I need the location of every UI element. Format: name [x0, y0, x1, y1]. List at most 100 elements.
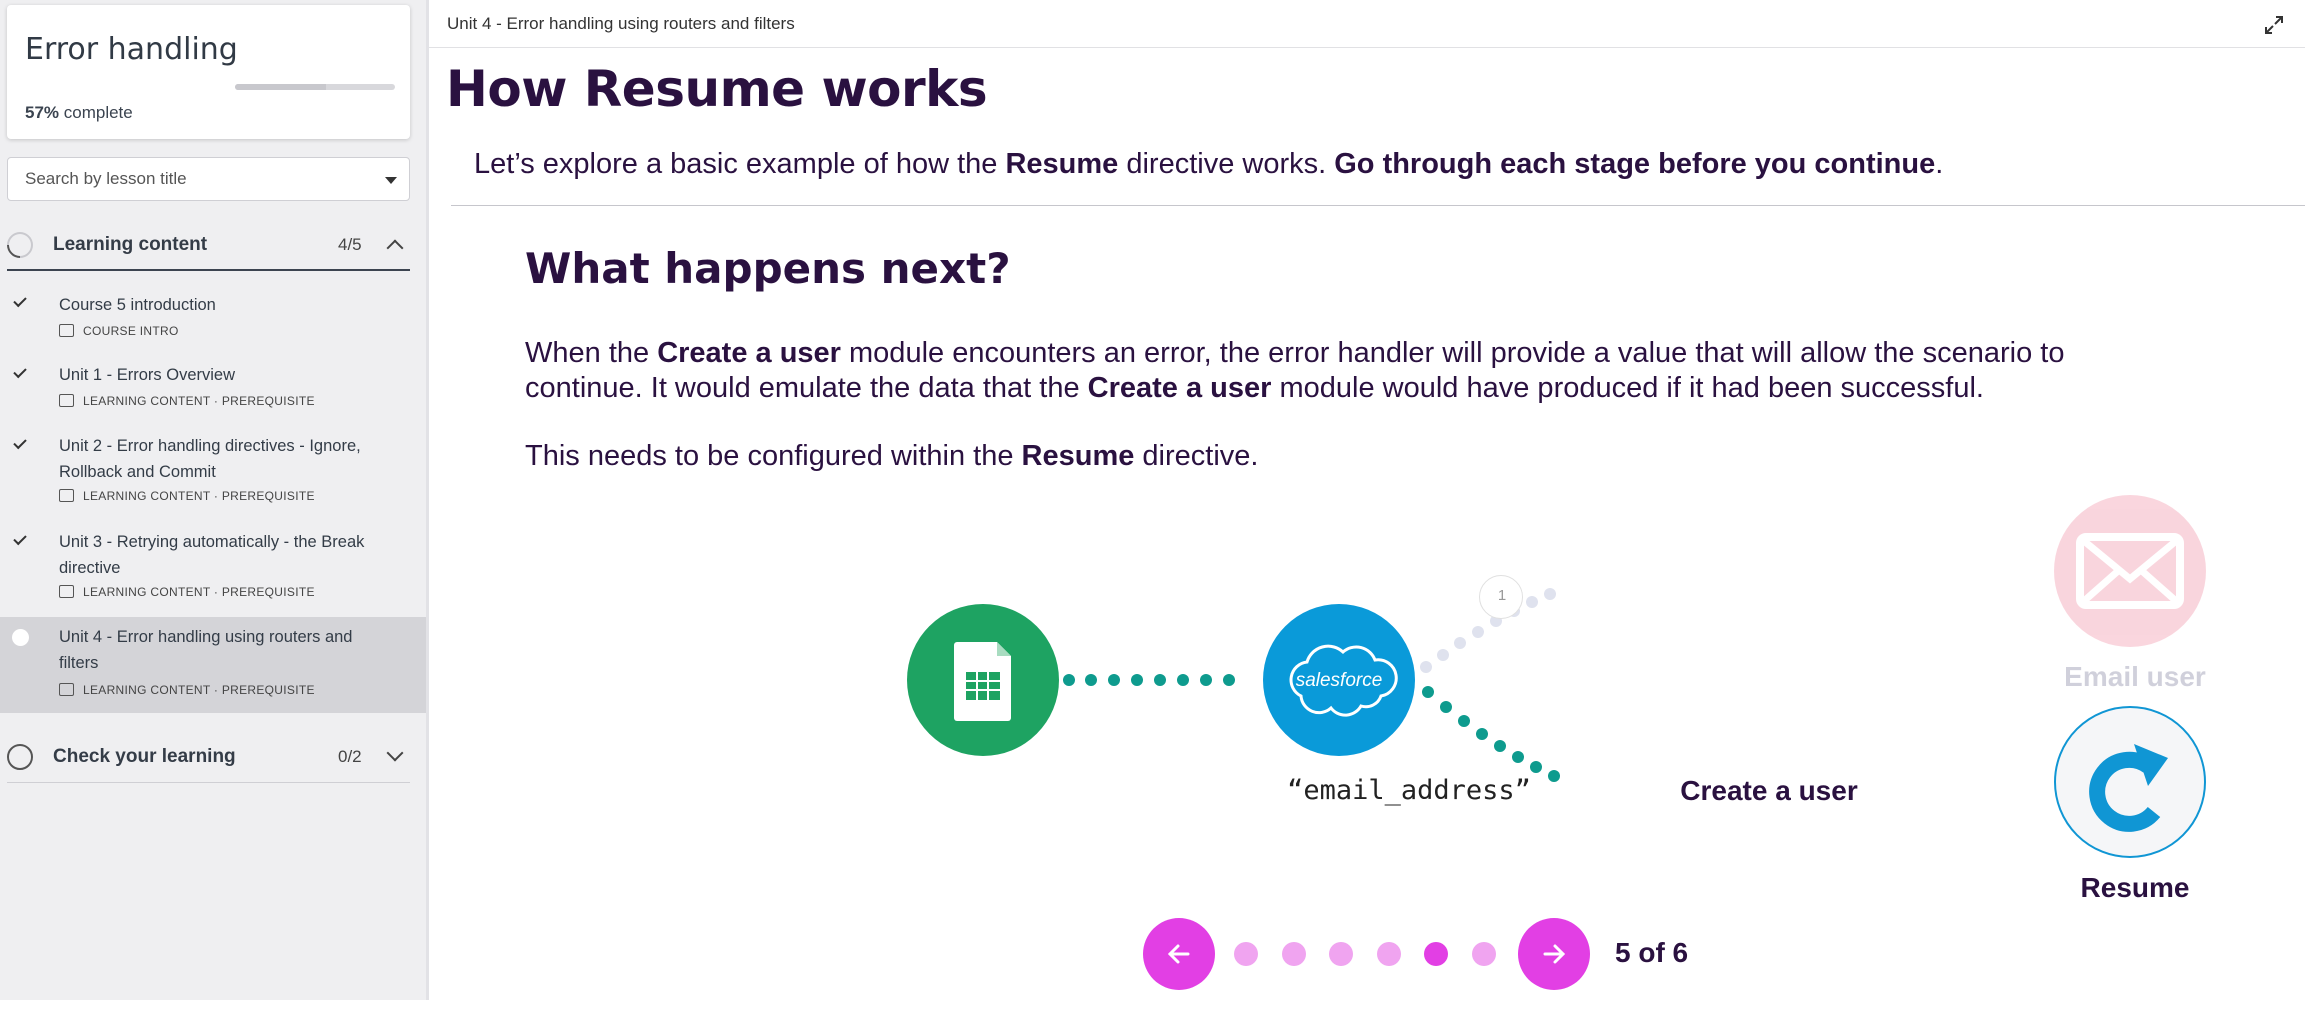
course-title: Error handling	[25, 32, 238, 67]
para-part: directive.	[1134, 440, 1259, 472]
stage-dot[interactable]	[1424, 942, 1448, 966]
arrow-right-icon	[1543, 944, 1566, 964]
lesson-title: Course 5 introduction	[59, 296, 216, 314]
lesson-meta: COURSE INTRO	[59, 324, 179, 338]
current-lesson-icon	[12, 629, 29, 646]
course-sidebar: Error handling 57% complete Learning con…	[0, 0, 429, 1000]
lesson-title: Unit 4 - Error handling using routers an…	[59, 628, 353, 672]
connector-sheets-salesforce	[1063, 674, 1235, 686]
connector-salesforce-resume	[1422, 686, 1560, 782]
lesson-content: Unit 4 - Error handling using routers an…	[429, 0, 2305, 1000]
slides-icon	[59, 489, 74, 502]
lesson-meta-text: LEARNING CONTENT · PREREQUISITE	[83, 394, 315, 408]
course-progress-card: Error handling 57% complete	[7, 5, 410, 139]
checkmark-icon	[13, 531, 27, 546]
lesson-search-input[interactable]	[25, 169, 365, 189]
section-divider	[7, 269, 410, 271]
stage-paragraph-2: This needs to be configured within the R…	[525, 439, 2175, 474]
lesson-item-active[interactable]: Unit 4 - Error handling using routers an…	[0, 617, 426, 713]
resume-arrow-icon	[2089, 744, 2168, 832]
section-learning-content[interactable]: Learning content 4/5	[0, 215, 410, 271]
para-part: This needs to be configured within the	[525, 440, 1022, 472]
lesson-meta: LEARNING CONTENT · PREREQUISITE	[59, 394, 315, 408]
arrow-left-icon	[1167, 944, 1190, 964]
lesson-item[interactable]: Unit 2 - Error handling directives - Ign…	[0, 429, 426, 517]
lesson-item[interactable]: Unit 3 - Retrying automatically - the Br…	[0, 525, 426, 613]
lesson-meta-text: LEARNING CONTENT · PREREQUISITE	[83, 585, 315, 599]
topbar-title: Unit 4 - Error handling using routers an…	[447, 14, 795, 33]
progress-ring-icon	[1, 226, 39, 264]
stage-dot[interactable]	[1376, 942, 1401, 966]
lesson-item[interactable]: Unit 1 - Errors Overview LEARNING CONTEN…	[0, 358, 426, 420]
page-title: How Resume works	[446, 60, 988, 118]
caret-down-icon[interactable]	[385, 177, 397, 184]
lesson-meta-text: COURSE INTRO	[83, 324, 179, 338]
intro-part: directive works.	[1118, 148, 1335, 180]
salesforce-cloud-icon: salesforce	[1289, 644, 1398, 717]
section-count: 4/5	[338, 235, 362, 254]
lesson-meta: LEARNING CONTENT · PREREQUISITE	[59, 585, 315, 599]
resume-label: Resume	[2080, 872, 2190, 903]
section-label: Check your learning	[53, 746, 236, 767]
operation-badge-count: 1	[1497, 587, 1507, 604]
checkmark-icon	[13, 364, 27, 379]
chevron-up-icon[interactable]	[386, 239, 404, 257]
lesson-topbar: Unit 4 - Error handling using routers an…	[429, 0, 2305, 48]
course-progress-bar	[235, 84, 395, 90]
stage-dot[interactable]	[1471, 942, 1496, 966]
progress-ring-icon	[7, 744, 33, 770]
para-part: When the	[525, 337, 658, 369]
salesforce-module-label: Create a user	[1680, 775, 1858, 806]
stage-title: What happens next?	[525, 244, 1011, 293]
lesson-meta: LEARNING CONTENT · PREREQUISITE	[59, 489, 315, 503]
section-label: Learning content	[53, 234, 208, 255]
slides-icon	[59, 394, 74, 407]
resume-directive[interactable]	[2054, 706, 2206, 858]
progress-percent: 57%	[25, 103, 60, 122]
slides-icon	[59, 683, 74, 696]
previous-stage-button[interactable]	[1143, 918, 1215, 990]
progress-text: 57% complete	[25, 103, 133, 123]
course-progress-fill	[235, 84, 327, 90]
lesson-title: Unit 2 - Error handling directives - Ign…	[59, 437, 361, 481]
intro-part: Let’s explore a basic example of how the	[474, 148, 1006, 180]
scenario-connectors	[1063, 588, 1560, 782]
section-check-your-learning[interactable]: Check your learning 0/2	[0, 727, 410, 783]
stage-counter: 5 of 6	[1615, 937, 1689, 968]
lesson-meta: LEARNING CONTENT · PREREQUISITE	[59, 683, 315, 697]
salesforce-module[interactable]: salesforce	[1263, 604, 1415, 756]
intro-part: .	[1935, 148, 1944, 180]
google-sheets-module[interactable]	[907, 604, 1059, 756]
operation-badge: 1	[1479, 575, 1523, 619]
stage-dot[interactable]	[1234, 942, 1258, 966]
document-icon	[59, 324, 74, 337]
spreadsheet-icon	[954, 642, 1011, 721]
intro-bold: Go through each stage before you continu…	[1334, 148, 1936, 180]
chevron-down-icon[interactable]	[386, 744, 404, 762]
checkmark-icon	[13, 293, 27, 308]
para-bold: Create a user	[1087, 372, 1272, 404]
lesson-search[interactable]	[7, 157, 410, 201]
email-module[interactable]	[2054, 495, 2206, 647]
envelope-icon	[2076, 533, 2184, 609]
intro-bold: Resume	[1005, 148, 1119, 180]
para-bold: Create a user	[657, 337, 841, 369]
stage-dot[interactable]	[1329, 942, 1353, 966]
lesson-title: Unit 3 - Retrying automatically - the Br…	[59, 533, 365, 577]
lesson-meta-text: LEARNING CONTENT · PREREQUISITE	[83, 683, 315, 697]
slides-icon	[59, 585, 74, 598]
next-stage-button[interactable]	[1518, 918, 1590, 990]
salesforce-logo-text: salesforce	[1296, 670, 1383, 691]
progress-suffix: complete	[59, 103, 133, 122]
para-part: module encounters an error, the error ha…	[525, 337, 2065, 404]
intro-text: Let’s explore a basic example of how the…	[474, 148, 1943, 181]
sheets-module-label: “email_address”	[1287, 775, 1531, 806]
section-divider	[7, 782, 410, 783]
checkmark-icon	[13, 435, 27, 450]
stage-dot[interactable]	[1281, 942, 1306, 966]
expand-icon[interactable]	[2263, 14, 2285, 36]
stage-paragraph-1: When the Create a user module encounters…	[525, 336, 2175, 406]
lesson-title: Unit 1 - Errors Overview	[59, 366, 236, 384]
lesson-item[interactable]: Course 5 introduction COURSE INTRO	[0, 288, 426, 350]
email-module-label: Email user	[2064, 661, 2206, 692]
